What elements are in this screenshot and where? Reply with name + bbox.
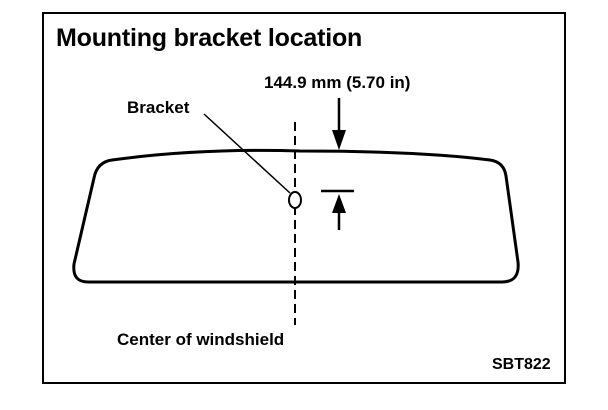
figure-frame	[42, 12, 566, 384]
windshield-outline	[72, 148, 520, 284]
bracket-leader-line	[203, 113, 291, 194]
figure-title: Mounting bracket location	[56, 24, 363, 52]
measurement-label: 144.9 mm (5.70 in)	[264, 73, 411, 92]
figure-code: SBT822	[492, 356, 551, 373]
bracket-label: Bracket	[127, 98, 190, 117]
bracket-shape	[288, 191, 302, 209]
center-of-windshield-label: Center of windshield	[117, 330, 285, 349]
measure-arrow-bottom-head	[332, 194, 346, 213]
measure-arrow-top-head	[332, 130, 346, 150]
